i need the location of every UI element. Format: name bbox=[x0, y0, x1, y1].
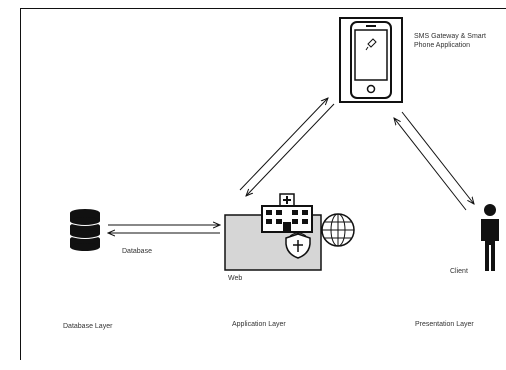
smartphone-icon bbox=[339, 17, 403, 103]
database-icon bbox=[69, 209, 101, 251]
client-label: Client bbox=[450, 268, 468, 275]
arrow-client-to-phone bbox=[394, 118, 467, 211]
frame-top-border bbox=[20, 8, 506, 9]
database-label: Database bbox=[122, 248, 152, 255]
arrow-phone-to-app bbox=[246, 103, 335, 196]
globe-icon bbox=[321, 213, 355, 247]
shield-emblem-icon bbox=[285, 232, 311, 259]
arrow-app-to-phone bbox=[239, 98, 328, 191]
presentation-layer-label: Presentation Layer bbox=[415, 321, 474, 328]
frame-left-border bbox=[20, 8, 21, 360]
phone-label-line1: SMS Gateway & Smart bbox=[414, 33, 486, 40]
hospital-building-icon bbox=[261, 193, 313, 233]
application-layer-label: Application Layer bbox=[232, 321, 286, 328]
database-layer-label: Database Layer bbox=[63, 323, 113, 330]
phone-label: SMS Gateway & Smart Phone Application bbox=[414, 32, 486, 50]
phone-label-line2: Phone Application bbox=[414, 42, 471, 49]
arrow-phone-to-client bbox=[401, 111, 474, 204]
person-icon bbox=[481, 204, 499, 271]
web-label: Web bbox=[228, 275, 243, 282]
